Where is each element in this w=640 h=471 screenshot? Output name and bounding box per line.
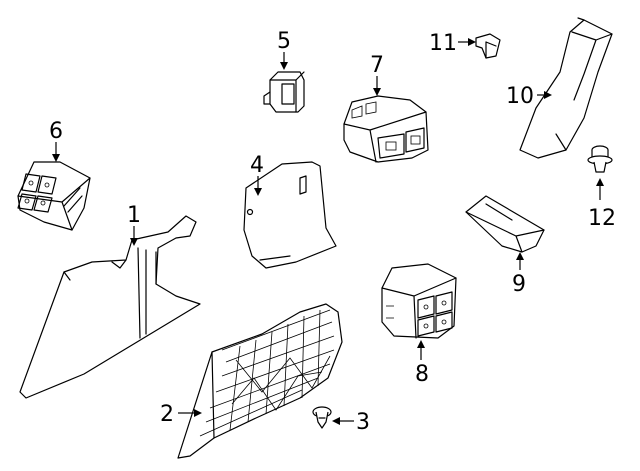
callout-9: 9: [512, 272, 526, 297]
callout-11: 11: [429, 31, 457, 56]
callout-3: 3: [356, 410, 370, 435]
callout-10: 10: [506, 84, 534, 109]
callout-7: 7: [370, 53, 384, 78]
callout-12: 12: [588, 206, 616, 231]
callout-5: 5: [277, 29, 291, 54]
part-5-switch: 5: [263, 29, 305, 113]
callout-6: 6: [49, 119, 63, 144]
part-8-window-switch: 8: [381, 263, 457, 387]
callout-8: 8: [415, 362, 429, 387]
part-12-push-fastener: 12: [587, 145, 616, 231]
part-6-switch-block: 6: [17, 119, 91, 231]
part-4-trim-panel: 4: [243, 153, 337, 269]
part-3-retainer: 3: [312, 406, 370, 435]
callout-4: 4: [250, 153, 264, 178]
callout-1: 1: [127, 203, 141, 228]
part-9-bracket: 9: [465, 195, 545, 297]
part-2-storage-bin: 2: [160, 303, 343, 459]
part-10-pillar-trim: 10: [506, 17, 613, 159]
part-1-side-panel: 1: [19, 203, 201, 399]
part-11-clip: 11: [429, 31, 501, 59]
part-7-switch-assembly: 7: [343, 53, 429, 163]
callout-2: 2: [160, 402, 174, 427]
